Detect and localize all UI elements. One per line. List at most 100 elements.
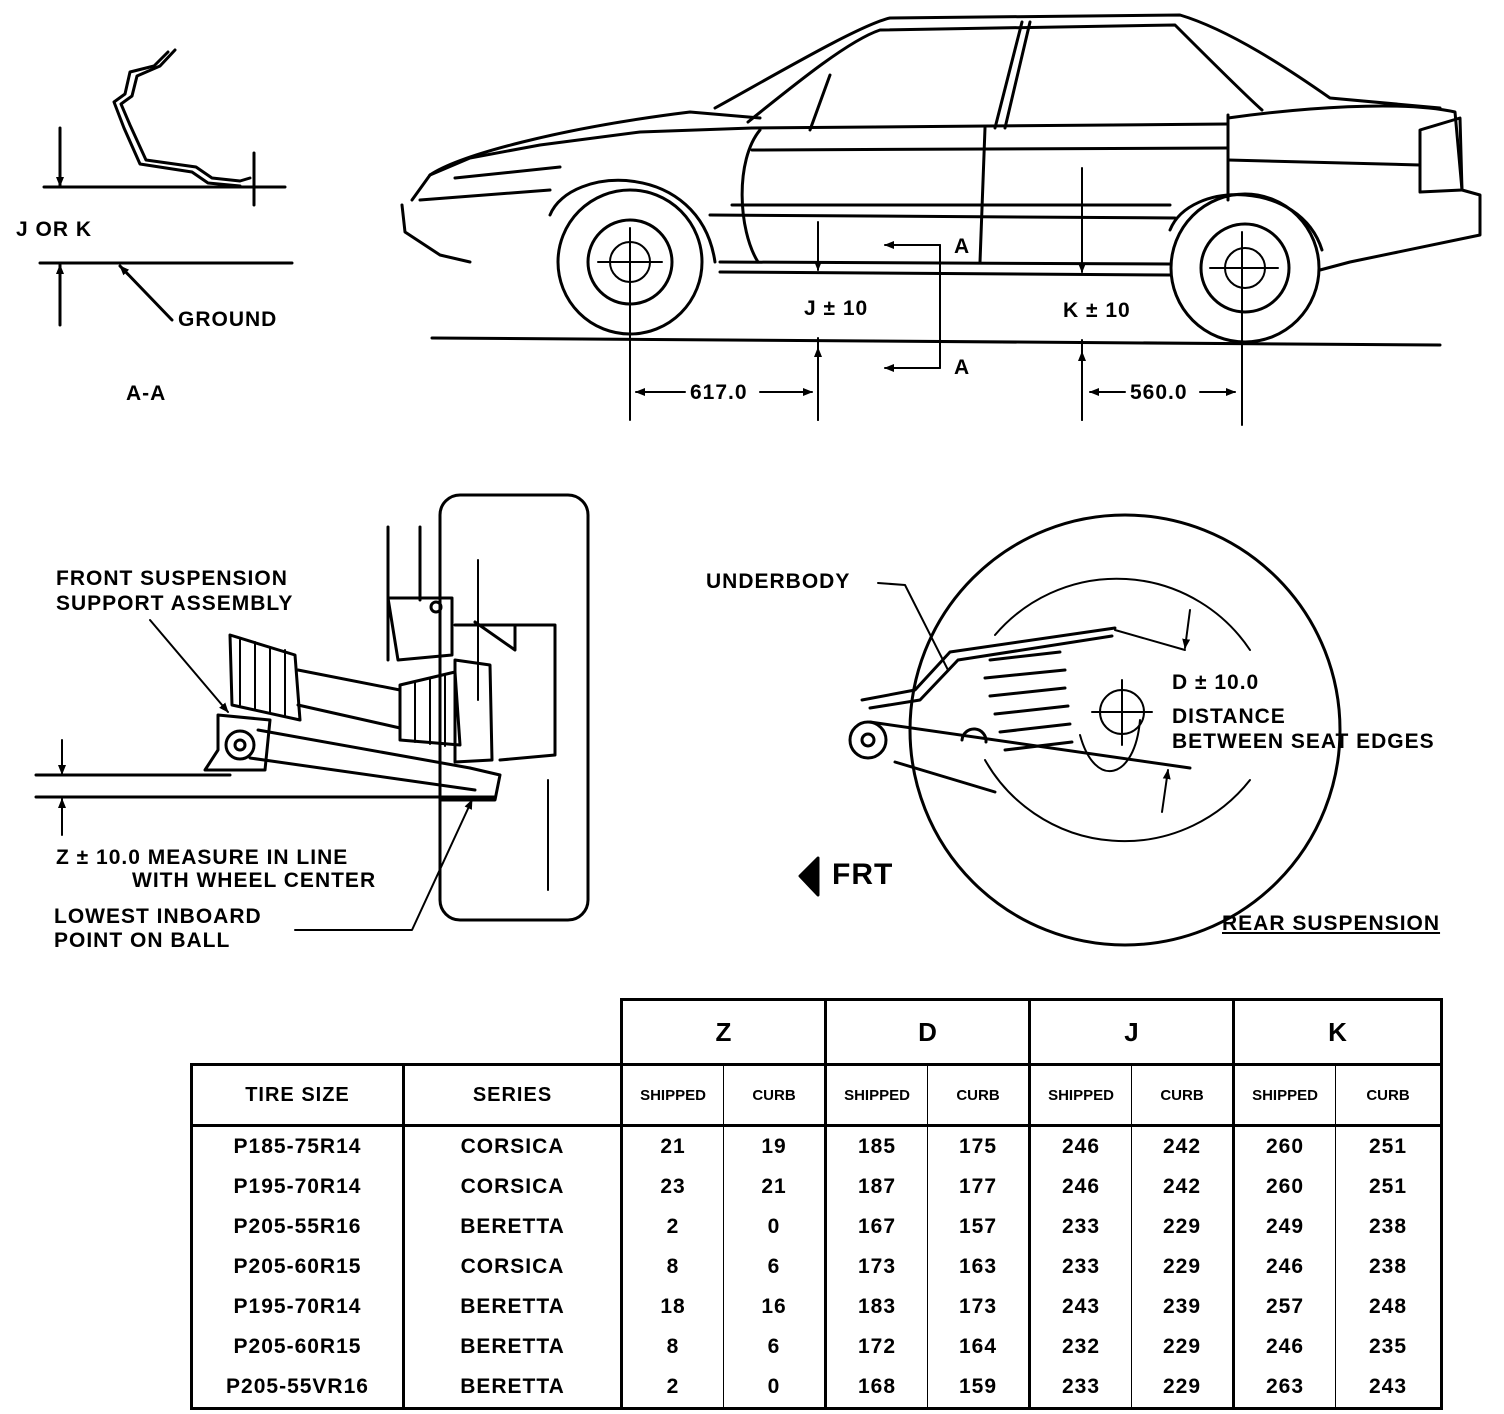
table-cell-z-s: 21 <box>620 1125 724 1167</box>
table-cell-z-c: 21 <box>723 1167 827 1207</box>
rear-suspension-drawing <box>848 513 1342 947</box>
table-cell-z-s: 2 <box>620 1207 724 1247</box>
table-cell-d-s: 185 <box>824 1125 928 1167</box>
table-cell-j-c: 242 <box>1131 1167 1235 1207</box>
lowest-point-label-line1: LOWEST INBOARD <box>54 905 262 928</box>
col-header-j-curb: CURB <box>1131 1063 1235 1127</box>
group-header-z: Z <box>620 998 827 1066</box>
table-cell-tire: P205-60R15 <box>190 1327 404 1367</box>
table-cell-tire: P205-55VR16 <box>190 1367 404 1410</box>
distance-label-line2: BETWEEN SEAT EDGES <box>1172 730 1435 753</box>
table-cell-k-c: 235 <box>1335 1327 1443 1367</box>
table-cell-k-s: 246 <box>1232 1247 1336 1287</box>
table-cell-k-c: 251 <box>1335 1125 1443 1167</box>
table-cell-z-c: 6 <box>723 1327 827 1367</box>
lowest-point-label-line2: POINT ON BALL <box>54 929 231 952</box>
table-cell-d-c: 163 <box>927 1247 1031 1287</box>
table-cell-tire: P195-70R14 <box>190 1287 404 1327</box>
ride-height-spec-table: Z D J K TIRE SIZE SERIES SHIPPED CURB SH… <box>190 998 1443 1410</box>
table-cell-j-c: 229 <box>1131 1207 1235 1247</box>
table-cell-series: BERETTA <box>402 1327 622 1367</box>
table-cell-z-c: 0 <box>723 1207 827 1247</box>
k-tolerance-label: K ± 10 <box>1063 299 1131 322</box>
table-cell-d-s: 168 <box>824 1367 928 1410</box>
front-suspension-label-line2: SUPPORT ASSEMBLY <box>56 592 294 615</box>
table-cell-j-s: 233 <box>1028 1367 1132 1410</box>
col-header-series: SERIES <box>402 1063 623 1127</box>
group-header-j: J <box>1028 998 1235 1066</box>
table-cell-j-s: 246 <box>1028 1125 1132 1167</box>
col-header-z-curb: CURB <box>723 1063 827 1127</box>
table-cell-j-c: 229 <box>1131 1367 1235 1410</box>
table-cell-tire: P205-60R15 <box>190 1247 404 1287</box>
z-measure-label-line1: Z ± 10.0 MEASURE IN LINE <box>56 846 349 869</box>
table-cell-d-s: 183 <box>824 1287 928 1327</box>
table-cell-d-s: 172 <box>824 1327 928 1367</box>
table-cell-series: BERETTA <box>402 1287 622 1327</box>
table-cell-d-c: 159 <box>927 1367 1031 1410</box>
table-cell-k-c: 251 <box>1335 1167 1443 1207</box>
empty-corner <box>192 1000 622 1065</box>
j-or-k-label: J OR K <box>16 218 93 241</box>
table-cell-j-c: 229 <box>1131 1327 1235 1367</box>
table-cell-d-c: 177 <box>927 1167 1031 1207</box>
table-cell-j-c: 239 <box>1131 1287 1235 1327</box>
table-cell-d-c: 175 <box>927 1125 1031 1167</box>
table-cell-series: CORSICA <box>402 1167 622 1207</box>
front-suspension-drawing <box>34 493 820 931</box>
col-header-k-shipped: SHIPPED <box>1232 1063 1336 1127</box>
table-cell-z-c: 19 <box>723 1125 827 1167</box>
table-cell-k-s: 249 <box>1232 1207 1336 1247</box>
table-cell-d-c: 157 <box>927 1207 1031 1247</box>
table-cell-k-c: 248 <box>1335 1287 1443 1327</box>
table-cell-series: CORSICA <box>402 1125 622 1167</box>
table-cell-j-s: 233 <box>1028 1247 1132 1287</box>
j-tolerance-label: J ± 10 <box>804 297 869 320</box>
group-header-row: Z D J K <box>192 998 1443 1066</box>
table-cell-k-s: 246 <box>1232 1327 1336 1367</box>
table-cell-d-c: 173 <box>927 1287 1031 1327</box>
col-header-k-curb: CURB <box>1335 1063 1443 1127</box>
table-cell-k-s: 260 <box>1232 1125 1336 1167</box>
ground-label: GROUND <box>178 308 278 331</box>
section-mark-bottom: A <box>954 356 971 379</box>
car-side-view <box>400 13 1482 426</box>
table-cell-z-c: 0 <box>723 1367 827 1410</box>
table-cell-j-s: 243 <box>1028 1287 1132 1327</box>
underbody-label: UNDERBODY <box>706 570 851 593</box>
rear-dimension-label: 560.0 <box>1130 381 1188 404</box>
table-cell-z-s: 8 <box>620 1327 724 1367</box>
table-cell-k-s: 263 <box>1232 1367 1336 1410</box>
table-cell-j-s: 232 <box>1028 1327 1132 1367</box>
section-aa-title: A-A <box>126 382 167 405</box>
table-cell-z-c: 16 <box>723 1287 827 1327</box>
table-cell-z-s: 2 <box>620 1367 724 1410</box>
table-cell-z-s: 8 <box>620 1247 724 1287</box>
table-cell-series: BERETTA <box>402 1367 622 1410</box>
table-cell-k-s: 257 <box>1232 1287 1336 1327</box>
table-cell-k-c: 243 <box>1335 1367 1443 1410</box>
table-cell-d-s: 167 <box>824 1207 928 1247</box>
table-cell-d-c: 164 <box>927 1327 1031 1367</box>
table-cell-z-s: 23 <box>620 1167 724 1207</box>
table-cell-d-s: 187 <box>824 1167 928 1207</box>
front-direction-label: FRT <box>832 858 894 891</box>
column-header-row: TIRE SIZE SERIES SHIPPED CURB SHIPPED CU… <box>190 1063 1443 1127</box>
table-cell-j-c: 229 <box>1131 1247 1235 1287</box>
group-header-k: K <box>1232 998 1443 1066</box>
table-cell-tire: P195-70R14 <box>190 1167 404 1207</box>
col-header-z-shipped: SHIPPED <box>620 1063 724 1127</box>
table-cell-tire: P185-75R14 <box>190 1125 404 1167</box>
table-cell-z-s: 18 <box>620 1287 724 1327</box>
table-cell-series: BERETTA <box>402 1207 622 1247</box>
table-cell-series: CORSICA <box>402 1247 622 1287</box>
table-cell-j-s: 233 <box>1028 1207 1132 1247</box>
col-header-tire-size: TIRE SIZE <box>190 1063 405 1127</box>
front-suspension-label-line1: FRONT SUSPENSION <box>56 567 288 590</box>
table-cell-k-c: 238 <box>1335 1247 1443 1287</box>
z-measure-label-line2: WITH WHEEL CENTER <box>132 869 377 892</box>
